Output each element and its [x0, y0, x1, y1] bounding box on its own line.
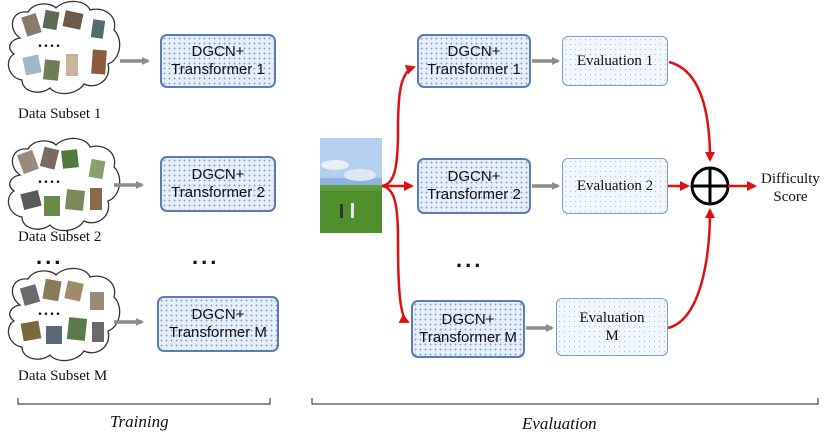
eval-model-m-line2: Transformer M: [419, 329, 517, 346]
cloud-1-ellipsis: ....: [38, 34, 62, 51]
train-model-2-line1: DGCN+: [191, 166, 245, 183]
sum-operator-icon: [690, 166, 730, 206]
evaluation-section-label: Evaluation: [522, 414, 597, 433]
evaluation-box-2: Evaluation 2: [562, 158, 668, 214]
eval-model-2-line1: DGCN+: [447, 168, 501, 185]
evaluation-bracket: [311, 398, 819, 405]
eval-model-m-line1: DGCN+: [441, 311, 495, 328]
train-model-1: DGCN+Transformer 1: [160, 34, 276, 88]
training-section-label: Training: [110, 412, 169, 431]
red-arrow-to-eval-model-m: [381, 184, 410, 324]
difficulty-score-label: Difficulty Score: [761, 171, 820, 205]
image-cloud-subset-m: [7, 267, 121, 362]
train-model-2: DGCN+Transformer 2: [160, 156, 276, 212]
evaluation-2-label: Evaluation 2: [576, 178, 654, 194]
data-subset-m-label: Data Subset M: [18, 368, 108, 384]
red-arrow-eval-m-to-sum: [667, 208, 715, 330]
train-model-m: DGCN+Transformer M: [157, 296, 279, 352]
cloud-m-ellipsis: ....: [38, 302, 62, 319]
train-model-2-line2: Transformer 2: [171, 184, 265, 201]
eval-model-m: DGCN+Transformer M: [411, 300, 525, 358]
evaluation-m-label: Evaluation M: [579, 310, 645, 344]
training-models-ellipsis: ...: [192, 244, 220, 269]
eval-model-1: DGCN+Transformer 1: [417, 34, 531, 88]
image-cloud-subset-1: [7, 0, 121, 95]
data-subset-2-label: Data Subset 2: [18, 229, 102, 245]
train-model-m-line2: Transformer M: [169, 324, 267, 341]
train-model-m-line1: DGCN+: [191, 306, 245, 323]
evaluation-1-label: Evaluation 1: [576, 53, 654, 69]
input-image: [320, 138, 382, 233]
train-model-1-line1: DGCN+: [191, 43, 245, 60]
eval-model-2-line2: Transformer 2: [427, 186, 521, 203]
data-subset-1-label: Data Subset 1: [18, 106, 102, 122]
eval-model-1-line2: Transformer 1: [427, 61, 521, 78]
cloud-2-ellipsis: ....: [38, 170, 62, 187]
eval-model-2: DGCN+Transformer 2: [417, 158, 531, 214]
train-model-1-line2: Transformer 1: [171, 61, 265, 78]
red-arrow-eval-1-to-sum: [668, 60, 715, 162]
eval-model-1-line1: DGCN+: [447, 43, 501, 60]
evaluation-box-1: Evaluation 1: [562, 36, 668, 86]
training-bracket: [17, 398, 271, 405]
red-arrow-to-eval-model-1: [381, 64, 416, 188]
evaluation-box-m: Evaluation M: [556, 298, 668, 356]
training-subsets-ellipsis: ...: [36, 244, 64, 269]
eval-models-ellipsis: ...: [456, 247, 484, 272]
image-cloud-subset-2: [7, 137, 121, 232]
